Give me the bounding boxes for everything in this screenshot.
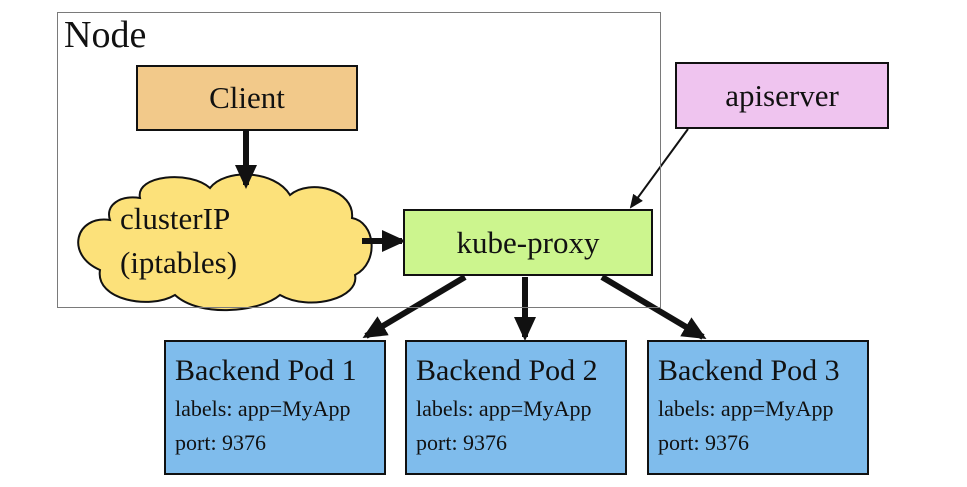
pod-name: Backend Pod 1 [175, 354, 357, 387]
pod-name: Backend Pod 3 [658, 354, 840, 387]
arrow-kube-proxy-to-pod-1 [362, 274, 467, 339]
client-box: Client [136, 65, 358, 131]
cluster-ip-cloud [77, 173, 373, 312]
pod-port: port: 9376 [416, 430, 508, 455]
node-frame [57, 12, 661, 308]
backend-pod-3: Backend Pod 3 labels: app=MyApp port: 93… [647, 340, 869, 475]
pod-labels: labels: app=MyApp [416, 396, 592, 421]
client-label: Client [209, 80, 285, 115]
apiserver-box: apiserver [675, 62, 889, 129]
kube-proxy-label: kube-proxy [456, 224, 600, 260]
cluster-ip-label-line1: clusterIP [120, 201, 231, 236]
kube-proxy-box: kube-proxy [403, 209, 653, 276]
cluster-ip-label-line2: (iptables) [120, 245, 238, 280]
cluster-ip-label: clusterIP (iptables) [120, 197, 237, 285]
node-title: Node [64, 14, 147, 56]
backend-pod-2: Backend Pod 2 labels: app=MyApp port: 93… [405, 340, 627, 475]
pod-labels: labels: app=MyApp [175, 396, 351, 421]
apiserver-label: apiserver [725, 77, 839, 113]
pod-port: port: 9376 [658, 430, 750, 455]
backend-pod-1: Backend Pod 1 labels: app=MyApp port: 93… [164, 340, 386, 475]
pod-port: port: 9376 [175, 430, 267, 455]
arrow-apiserver-to-kube-proxy [629, 128, 689, 209]
pod-name: Backend Pod 2 [416, 354, 598, 387]
cluster-ip-cloud-shape [77, 173, 373, 312]
pod-labels: labels: app=MyApp [658, 396, 834, 421]
